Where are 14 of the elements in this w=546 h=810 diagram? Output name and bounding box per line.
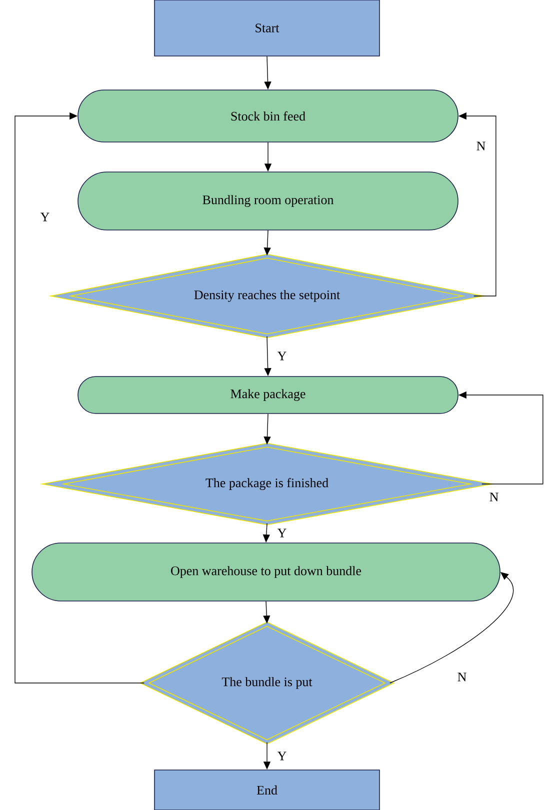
edge-label: Y [39,212,51,222]
edge-label: Y [276,750,288,762]
arrow [14,112,144,684]
edge-label: Y [276,350,288,362]
terminal-box: End [154,770,380,810]
edge-label: Y [276,528,288,538]
process-box: Stock bin feed [78,90,458,142]
edge-label: N [456,672,468,682]
terminal-box: Start [154,0,380,56]
process-box: Make package [78,376,458,414]
process-box: Bundling room operation [78,172,458,230]
arrow [390,572,514,684]
process-box: Open warehouse to put down bundle [32,542,500,602]
edge-label: N [475,140,487,152]
